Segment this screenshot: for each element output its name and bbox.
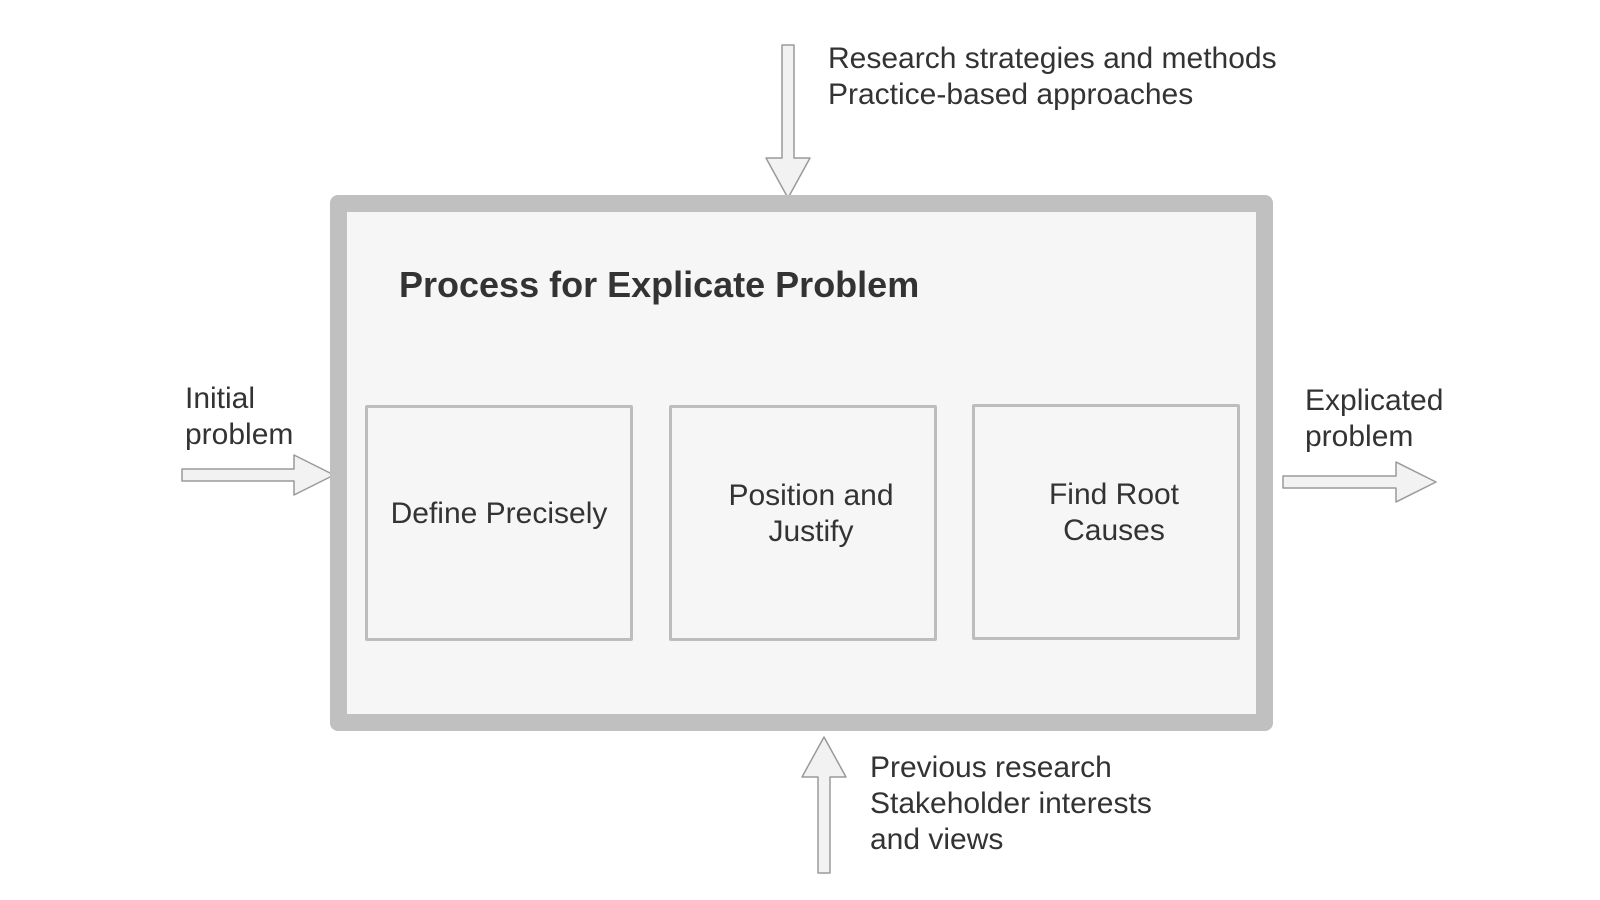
resources-line-3: and views — [870, 823, 1004, 856]
input-line-2: problem — [185, 418, 294, 451]
controls-label: Research strategies and methods Practice… — [828, 41, 1277, 113]
resources-line-1: Previous research — [870, 751, 1112, 784]
output-label: Explicated problem — [1305, 383, 1443, 455]
step-position-and-justify: Position and Justify — [669, 405, 937, 641]
step-2-line-1: Position and — [728, 479, 894, 512]
controls-line-1: Research strategies and methods — [828, 42, 1277, 75]
step-label: Position and Justify — [688, 478, 934, 550]
step-2-line-2: Justify — [768, 515, 854, 548]
process-box: Process for Explicate Problem Define Pre… — [330, 195, 1273, 731]
arrow-up-resources — [801, 736, 847, 874]
step-3-line-2: Causes — [1063, 514, 1165, 547]
step-find-root-causes: Find Root Causes — [972, 404, 1240, 640]
process-title: Process for Explicate Problem — [399, 264, 920, 305]
resources-label: Previous research Stakeholder interests … — [870, 750, 1152, 858]
output-line-2: problem — [1305, 420, 1414, 453]
step-label: Find Root Causes — [991, 477, 1237, 549]
input-label: Initial problem — [185, 381, 293, 453]
arrow-right-input — [181, 454, 335, 496]
arrow-right-output — [1282, 461, 1437, 503]
output-line-1: Explicated — [1305, 384, 1444, 417]
arrow-down-controls — [765, 44, 811, 199]
step-3-line-1: Find Root — [1048, 478, 1180, 511]
controls-line-2: Practice-based approaches — [828, 78, 1194, 111]
step-define-precisely: Define Precisely — [365, 405, 633, 641]
resources-line-2: Stakeholder interests — [870, 787, 1152, 820]
step-1-line-1: Define Precisely — [390, 497, 608, 530]
step-label: Define Precisely — [368, 496, 630, 532]
input-line-1: Initial — [185, 382, 256, 415]
